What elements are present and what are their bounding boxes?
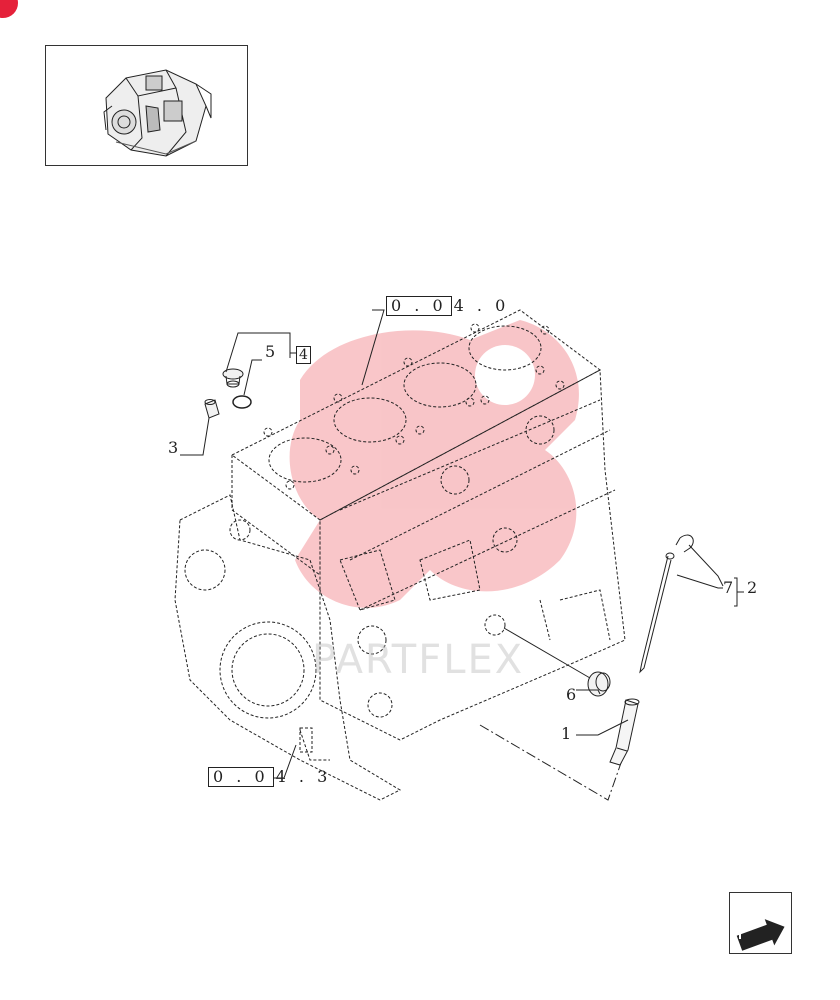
watermark-text: PARTFLEX [312, 637, 525, 683]
reference-top[interactable]: 0 . 0 4 . 0 [386, 296, 509, 316]
reference-top-rest: 4 . 0 [453, 296, 510, 315]
crank-pulley [219, 621, 317, 719]
part-1-dipstick-tube [609, 698, 640, 766]
part-7-dipstick [639, 534, 694, 674]
cylinder-bore-1 [268, 437, 342, 483]
cylinder-bore-3 [403, 362, 477, 408]
corner-badge [0, 0, 18, 18]
callout-1: 1 [561, 724, 572, 743]
callout-7: 7 [723, 578, 734, 597]
callout-4: 4 [296, 346, 311, 364]
dipstick-bore [484, 614, 506, 636]
callout-5: 5 [265, 342, 276, 361]
callout-2: 2 [747, 578, 758, 597]
engine-thumbnail-icon [103, 69, 212, 157]
reference-top-boxed: 0 . 0 [386, 296, 452, 316]
bolt-holes [263, 323, 565, 490]
reference-bottom[interactable]: 0 . 0 4 . 3 [208, 767, 331, 787]
watermark-logo [289, 320, 579, 608]
cylinder-bore-4 [468, 325, 542, 371]
cylinder-bore-2 [333, 397, 407, 443]
reference-bottom-boxed: 0 . 0 [208, 767, 274, 787]
next-page-button[interactable] [729, 892, 792, 954]
part-3-plug [204, 399, 220, 419]
callout-3: 3 [168, 438, 179, 457]
timing-cover [174, 494, 402, 801]
part-5-plug [222, 368, 244, 388]
next-page-arrow-icon [736, 919, 785, 951]
callout-6: 6 [566, 685, 577, 704]
reference-bottom-rest: 4 . 3 [275, 767, 332, 786]
engine-thumbnail[interactable] [45, 45, 248, 166]
part-4-o-ring [232, 395, 252, 409]
